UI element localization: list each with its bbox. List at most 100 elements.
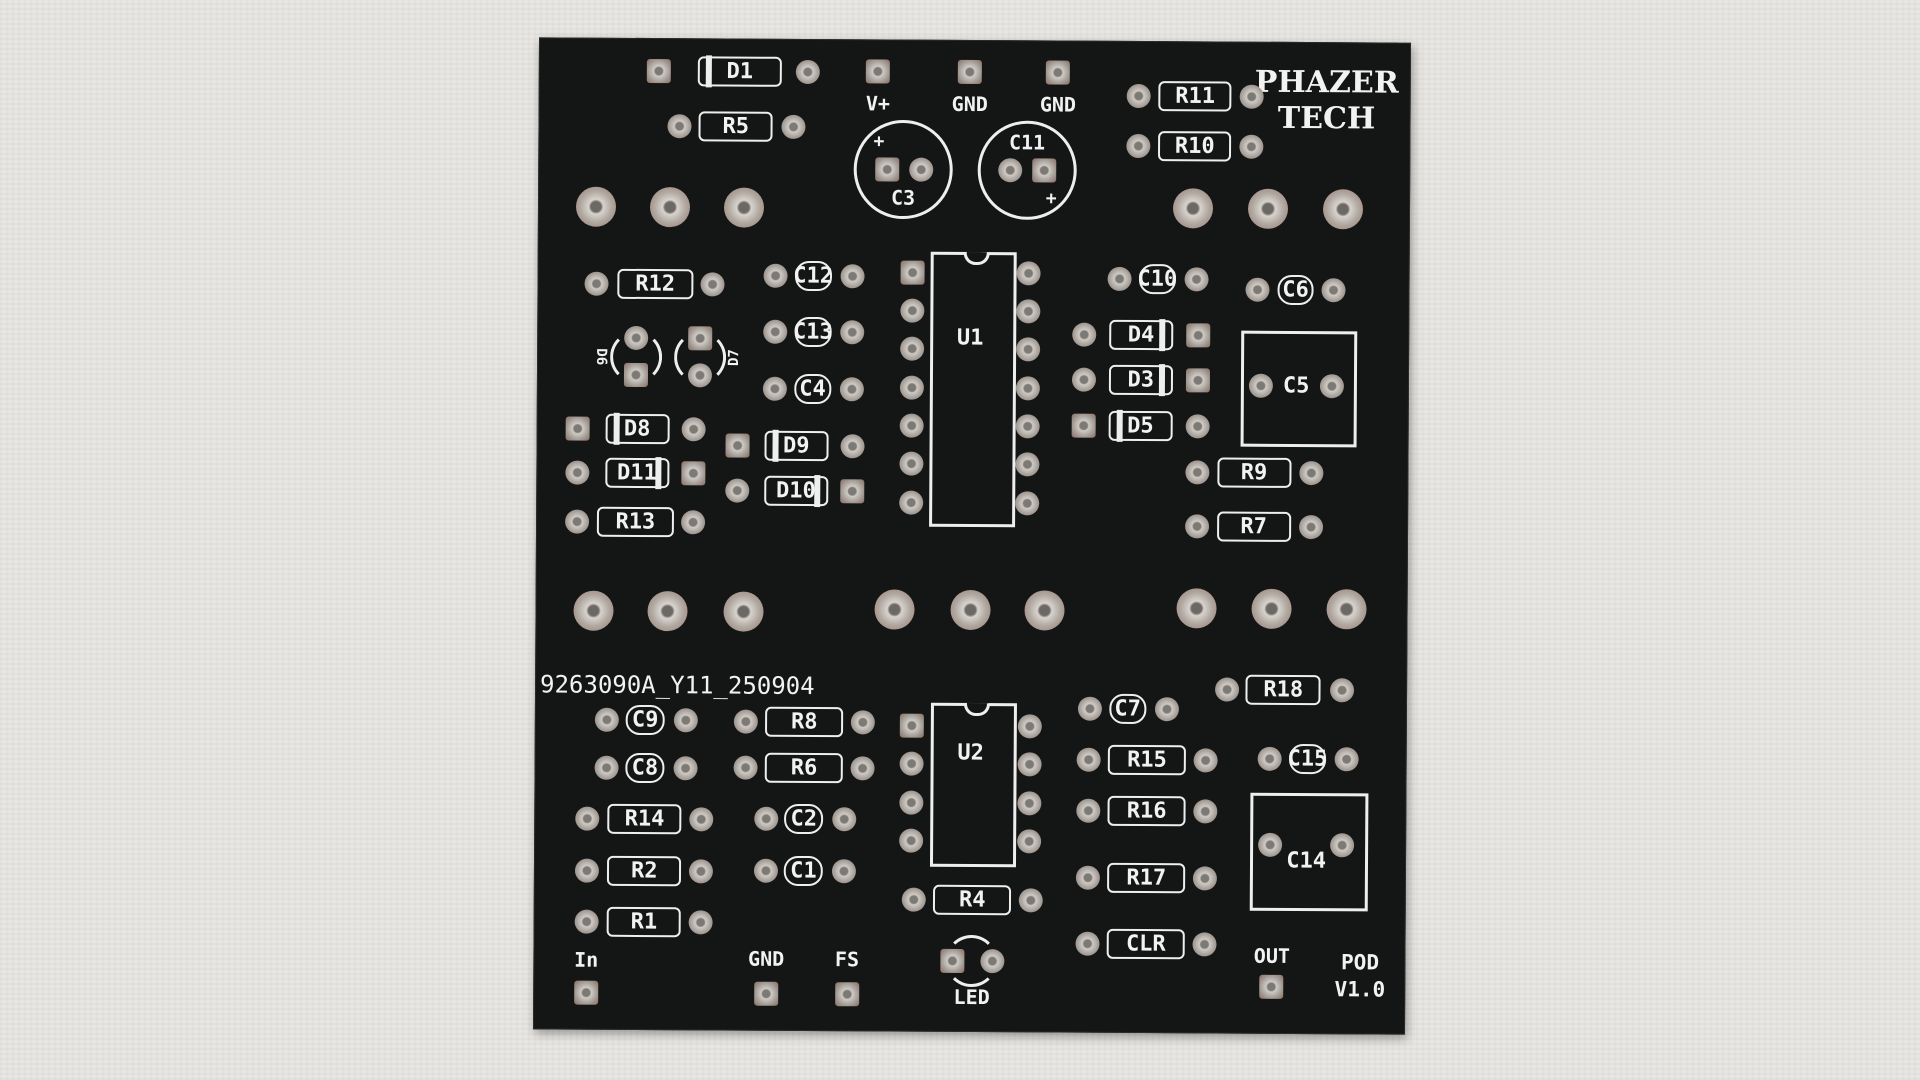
cap-label: C12 [793,262,834,289]
solder-pad [1185,413,1211,439]
resistor-label: R16 [1126,798,1167,825]
transistor-label: D6 [592,347,609,365]
solder-pad [673,708,698,733]
solder-pad [850,756,875,781]
solder-pad [673,756,698,781]
solder-pad [680,510,705,535]
led-outline [945,934,999,988]
solder-pad [1126,84,1151,109]
resistor-label: R18 [1263,677,1304,703]
cap-label: C2 [790,806,818,832]
solder-pad [650,187,691,228]
solder-pad [1015,414,1040,439]
solder-pad [899,452,924,477]
resistor-label: R12 [635,271,676,297]
solder-pad [851,710,876,735]
diode-label: D5 [1127,413,1154,439]
solder-pad [1251,588,1292,630]
connector-label: OUT [1253,943,1291,968]
solder-pad [647,591,688,632]
solder-pad [1322,188,1363,230]
solder-pad [1176,588,1218,629]
solder-pad [681,461,706,486]
film-cap-label: C5 [1282,373,1310,399]
cap-label: C6 [1282,276,1309,303]
solder-pad [681,417,706,442]
solder-pad [832,807,857,832]
ic-notch [963,702,990,716]
resistor-label: CLR [1125,931,1166,957]
ic-outline [929,251,1017,528]
resistor-label: R8 [791,709,818,736]
solder-pad [723,591,764,632]
resistor-label: R6 [790,755,818,781]
solder-pad [574,909,599,934]
resistor-label: R11 [1175,84,1216,110]
solder-pad [1072,413,1097,438]
solder-pad [1245,277,1270,302]
solder-pad [1299,461,1324,486]
solder-pad [1018,888,1044,913]
solder-pad [1319,374,1344,399]
ic-label: U1 [956,325,984,351]
solder-pad [900,298,925,323]
resistor-label: R14 [624,806,665,833]
solder-pad [1185,514,1210,539]
solder-pad [763,263,788,288]
solder-pad [1239,135,1264,160]
resistor-label: R2 [630,858,658,884]
solder-pad [1017,790,1042,815]
solder-pad [1184,267,1209,292]
resistor-label: R15 [1127,747,1167,773]
diode-label: D3 [1127,367,1155,393]
solder-pad [700,272,725,297]
solder-pad [1015,376,1041,401]
solder-pad [733,755,758,780]
solder-pad [957,59,983,85]
resistor-label: R5 [722,114,750,140]
cathode-mark [1116,409,1123,442]
solder-pad [840,433,865,459]
solder-pad [1239,84,1264,110]
solder-pad [1016,337,1041,362]
solder-pad [1024,589,1066,631]
solder-pad [899,828,924,853]
solder-pad [839,320,865,345]
resistor-label: R17 [1126,864,1167,891]
ic-notch [963,251,990,266]
solder-pad [1076,747,1101,772]
solder-pad [1193,748,1218,773]
connector-label: GND [748,946,785,971]
cap-label: C15 [1287,745,1328,772]
transistor-label: D7 [726,348,743,366]
cap-label: C4 [799,376,826,402]
solder-pad [573,980,599,1006]
solder-pad [1016,299,1041,324]
solder-pad [839,377,864,402]
solder-pad [1299,515,1324,540]
solder-pad [725,478,750,503]
solder-pad [564,509,589,534]
solder-pad [1192,931,1217,957]
solder-pad [840,479,865,504]
cathode-mark [772,429,779,462]
diode-label: D4 [1127,322,1155,348]
solder-pad [900,713,925,738]
solder-pad [688,910,713,935]
solder-pad [1126,134,1151,159]
cap-label: C8 [631,755,659,781]
solder-pad [573,590,614,632]
solder-pad [1046,60,1071,85]
cap-label: C13 [792,319,833,345]
solder-pad [1017,714,1042,739]
solder-pad [997,158,1022,183]
solder-pad [1075,799,1100,824]
solder-pad [1185,460,1210,485]
ic-label: U2 [957,740,985,766]
solder-pad [753,981,779,1007]
diode-label: D9 [782,433,810,459]
solder-pad [1154,696,1179,721]
solder-pad [899,413,924,438]
